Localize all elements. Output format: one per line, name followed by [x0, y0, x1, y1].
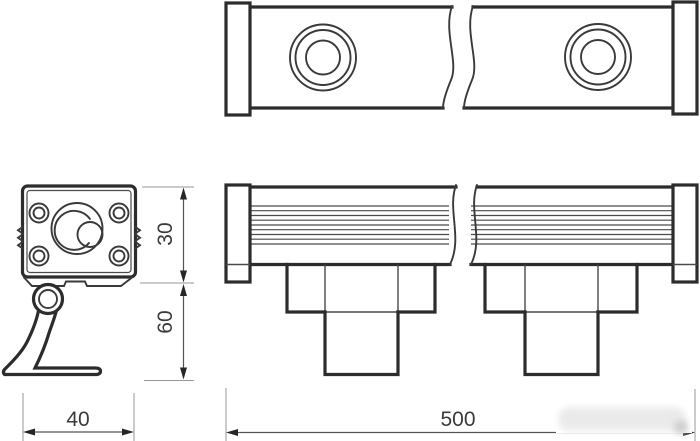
dim-label-60: 60	[154, 310, 177, 333]
corner-screw-top-left	[28, 202, 50, 224]
top-view	[224, 0, 699, 117]
watermark-dot	[674, 420, 688, 434]
front-end-cap-right	[671, 183, 699, 284]
watermark	[556, 406, 692, 434]
dimension-30: 30	[140, 186, 194, 284]
center-lens	[50, 202, 104, 255]
corner-screw-top-right	[108, 202, 130, 224]
break-lines-front-view	[449, 184, 478, 266]
mount-arm-and-foot	[1, 306, 103, 377]
housing-outline	[20, 184, 138, 279]
end-cap-left	[224, 1, 252, 117]
dim-label-40: 40	[66, 408, 89, 431]
dimension-60: 60	[144, 284, 194, 381]
mount-bracket-right	[483, 262, 639, 377]
lens-port-right	[564, 23, 632, 91]
lens-port-left	[289, 23, 357, 92]
housing-bottom-profile	[23, 276, 133, 287]
dim-label-500: 500	[440, 408, 475, 431]
corner-screw-bottom-left	[28, 245, 50, 267]
mount-bracket-left	[285, 262, 437, 377]
front-view	[224, 183, 699, 377]
pivot-knob	[31, 282, 65, 316]
break-lines-top-view	[442, 5, 476, 109]
heatsink-fins-left	[16, 226, 24, 250]
dim-label-30: 30	[154, 222, 177, 245]
end-cap-right	[671, 0, 699, 116]
corner-screw-bottom-right	[108, 245, 130, 267]
heatsink-rib-lines	[250, 205, 673, 245]
housing-inner-line	[26, 189, 132, 274]
front-end-cap-left	[224, 183, 252, 284]
heatsink-fins-right	[134, 226, 142, 250]
side-view	[1, 184, 142, 377]
dimension-40: 40	[22, 393, 135, 441]
